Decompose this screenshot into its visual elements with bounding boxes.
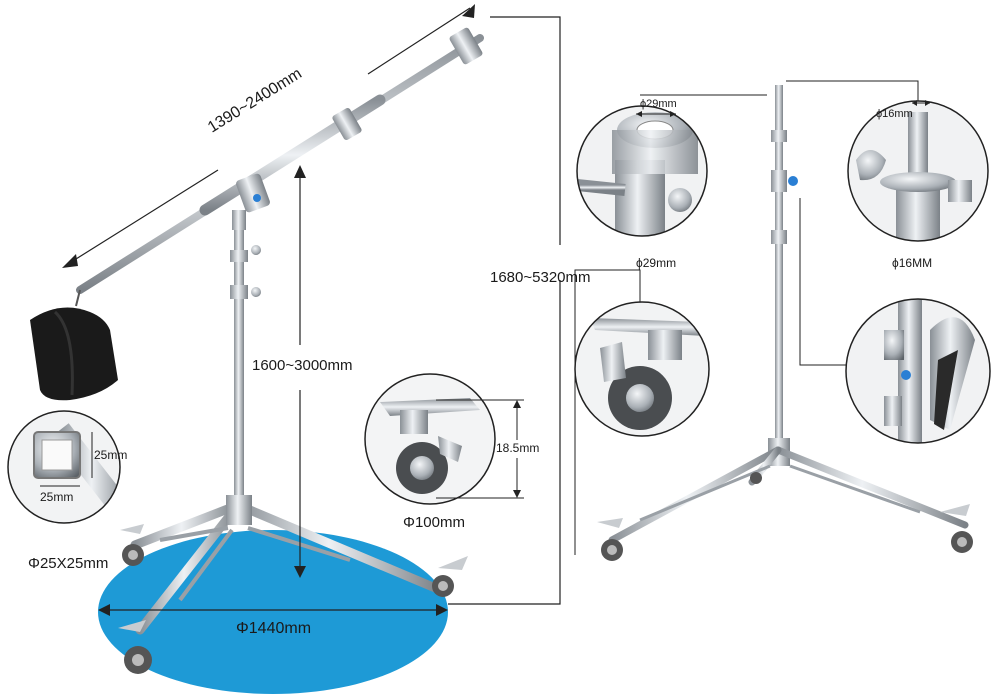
receiver-caption: ϕ29mm <box>636 256 677 270</box>
right-stand <box>597 85 973 561</box>
tube-size-label: Φ25X25mm <box>28 555 109 572</box>
magnifier-circle <box>576 105 708 237</box>
caster-wheel <box>124 646 152 674</box>
arrow-icon <box>462 4 475 18</box>
wheel-diameter-label: Φ100mm <box>403 514 465 531</box>
arrow-icon <box>294 566 306 578</box>
tube-width-label: 25mm <box>40 490 74 504</box>
left-stand <box>30 27 484 674</box>
receiver-dimension-label: ϕ29mm <box>640 98 677 110</box>
sandbag-icon <box>30 307 118 401</box>
magnifier-circle <box>364 373 496 505</box>
magnifier-circle <box>847 100 989 242</box>
caster-wheel <box>750 472 762 484</box>
arrow-icon <box>436 604 448 616</box>
spigot-caption: ϕ16MM <box>892 256 933 270</box>
base-diameter-label: Φ1440mm <box>236 620 312 637</box>
tube-depth-label: 25mm <box>94 448 128 462</box>
caster-wheel <box>122 544 144 566</box>
magnifier-circle <box>574 301 710 437</box>
arrow-icon <box>62 254 78 268</box>
magnifier-circle <box>845 298 991 444</box>
caster-wheel <box>951 531 973 553</box>
wheel-height-label: 18.5mm <box>496 441 540 455</box>
arrow-icon <box>294 165 306 178</box>
stand-height-label: 1600~3000mm <box>252 357 353 374</box>
max-height-label: 1680~5320mm <box>490 269 591 286</box>
wheel-icon <box>396 442 448 494</box>
caster-wheel <box>432 575 454 597</box>
magnifier-circle <box>7 410 121 524</box>
wheel-icon <box>608 366 672 430</box>
spigot-dimension-label: ϕ16mm <box>876 108 913 120</box>
caster-wheel <box>601 539 623 561</box>
arrow-icon <box>98 604 110 616</box>
